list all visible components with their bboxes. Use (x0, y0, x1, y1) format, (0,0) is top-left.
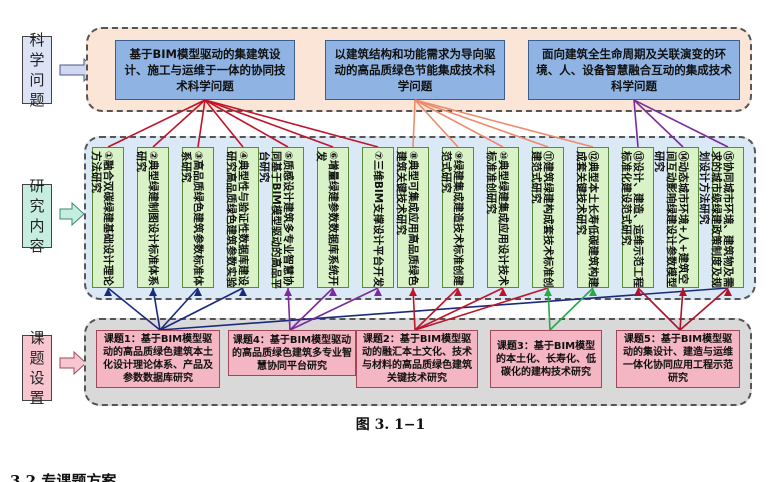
topic-4: 课题4：基于BIM模型驱动的高品质绿色建筑多专业智慧协同平台研究 (228, 330, 356, 376)
research-item-12: ⑫典型本土长寿低碳建筑构建成套关键技术研究 (575, 147, 609, 288)
research-item-5: ⑤质感设计建筑多专业智慧协同基于BIM模型驱动的高品平台研究 (258, 147, 304, 289)
arrowhead-icon (634, 288, 642, 296)
science-problem-3: 面向建筑全生命周期及关联演变的环境、人、设备智慧融合互动的集成技术科学问题 (528, 40, 740, 100)
science-label: 科学问题 (22, 31, 52, 109)
topic-3: 课题3：基于BIM模型的本土化、长寿化、低碳化的建构技术研究 (490, 330, 602, 388)
topic-1: 课题1：基于BIM模型驱动的高品质绿色建筑本土化设计理论体系、产品及参数数据库研… (96, 330, 220, 388)
research-label: 研究内容 (22, 177, 52, 255)
figure-caption: 图 3. 1−1 (355, 417, 426, 433)
arrowhead-icon (724, 288, 732, 296)
research-item-9: ⑨绿建集成建造技术标准创建范式研究 (440, 147, 474, 288)
research-item-10: ⑩典型绿建集成应用设计技术标准准创研究 (485, 147, 519, 288)
arrowhead-icon (544, 288, 552, 296)
arrowhead-icon (104, 288, 112, 296)
arrowhead-icon (194, 288, 202, 296)
research-arrow-icon (59, 201, 85, 227)
research-item-14: ⑭动态城市环境+人+建筑空间互动影响绿建设计参数模型研究 (653, 147, 699, 288)
arrowhead-icon (149, 288, 157, 296)
research-item-2: ②典型绿建制图设计标准体系研究 (135, 147, 169, 288)
topic-5: 课题5：基于BIM模型驱动的集设计、建造与运维一体化协同应用工程示范研究 (616, 330, 740, 388)
arrowhead-icon (454, 288, 462, 296)
science-problem-1: 基于BIM模型驱动的集建筑设计、施工与运维于一体的协同技术科学问题 (115, 40, 295, 100)
arrowhead-icon (284, 288, 292, 296)
section-heading-partial: 3.2 专课题方案 (10, 472, 117, 482)
arrowhead-icon (374, 288, 382, 296)
research-item-8: ⑧典型可集成应用高品质绿色建筑关键技术研究 (395, 147, 429, 288)
research-item-4: ④典型性与验证性数据库建设研究高品质绿色建筑参数实验 (225, 147, 259, 288)
arrowhead-icon (679, 288, 687, 296)
arrowhead-icon (589, 288, 597, 296)
science-problem-2: 以建筑结构和功能需求为导向驱动的高品质绿色节能集成技术科学问题 (325, 40, 505, 100)
research-item-6: ⑥增量绿建参数数据库系统开发 (315, 147, 349, 288)
topics-arrow-icon (59, 350, 87, 376)
topics-label: 课题设置 (22, 329, 52, 407)
topic-2: 课题2：基于BIM模型驱动的融汇本土文化、技术与材料的高品质绿色建筑关键技术研究 (356, 330, 478, 388)
research-item-11: ⑪建筑绿建构成套技术标准创建范式研究 (530, 147, 564, 288)
arrowhead-icon (499, 288, 507, 296)
research-item-1: ①融合双碳绿建基础设计理论方法研究 (90, 147, 124, 288)
research-item-13: ⑬设计、建造、运维示范工程标准化建设范式研究 (620, 147, 654, 288)
research-item-7: ⑦三维BIM支撑设计平台开发 (362, 147, 394, 288)
research-item-15: ⑮协同城市环境、建筑物及需求的城市级绿建政策制度及规划设计方法研究 (698, 147, 744, 288)
arrowhead-icon (329, 288, 337, 296)
research-item-3: ③高品质绿色建筑参数标准体系研究 (180, 147, 214, 288)
arrowhead-icon (409, 288, 417, 296)
arrowhead-icon (239, 288, 247, 296)
